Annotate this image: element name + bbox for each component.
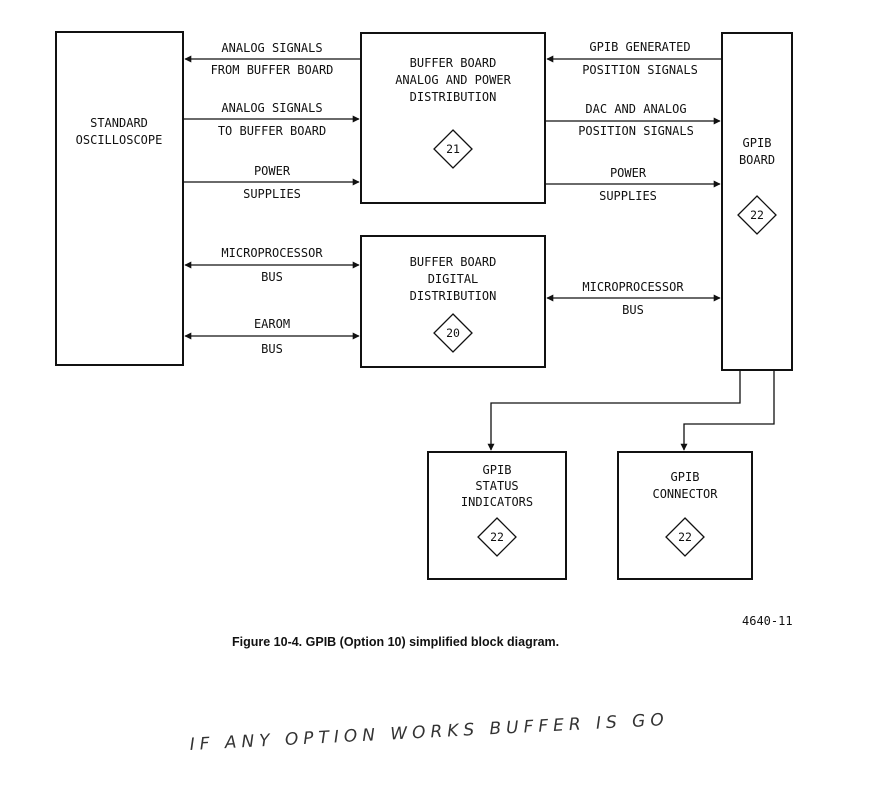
gpib-status-block: GPIB STATUS INDICATORS 22 [427,451,567,580]
buffer-board-digital-block: BUFFER BOARD DIGITAL DISTRIBUTION 20 [360,235,546,368]
ref-diamond-icon [737,195,777,235]
signal-label-2: TO BUFFER BOARD [218,124,326,138]
buffer-analog-label-1: BUFFER BOARD [410,56,497,70]
signal-label-1: POWER [254,164,291,178]
buffer-digital-label-2: DIGITAL [428,272,479,286]
ref-diamond-icon [433,313,473,353]
signal-label-2: POSITION SIGNALS [578,124,694,138]
ref-diamond-icon [433,129,473,169]
gpib-generated-signal: GPIB GENERATED POSITION SIGNALS [546,40,722,77]
oscilloscope-label-2: OSCILLOSCOPE [76,133,163,147]
gpib-connector-label-1: GPIB [671,470,700,484]
signal-label-1: MICROPROCESSOR [221,246,323,260]
gpib-connector-ref: 22 [678,530,692,544]
signal-label-2: BUS [261,342,283,356]
dac-analog-signal: DAC AND ANALOG POSITION SIGNALS [545,102,721,138]
gpib-connector-label-2: CONNECTOR [652,487,718,501]
analog-to-buffer-signal: ANALOG SIGNALS TO BUFFER BOARD [183,101,360,138]
gpib-board-block: GPIB BOARD 22 [721,32,793,371]
buffer-board-analog-block: BUFFER BOARD ANALOG AND POWER DISTRIBUTI… [360,32,546,204]
gpib-to-connector-connection [680,370,775,451]
gpib-status-label-3: INDICATORS [461,495,533,509]
figure-number: 4640-11 [742,614,793,628]
signal-label-1: GPIB GENERATED [589,40,690,54]
signal-label-1: ANALOG SIGNALS [221,101,322,115]
gpib-board-label-2: BOARD [739,153,775,167]
earom-bus-signal: EAROM BUS [184,317,360,356]
handwritten-note: IF ANY OPTION WORKS BUFFER IS GO [189,710,669,755]
signal-label-2: FROM BUFFER BOARD [211,63,334,77]
buffer-digital-label-1: BUFFER BOARD [410,255,497,269]
oscilloscope-label-1: STANDARD [90,116,148,130]
microprocessor-bus-left-signal: MICROPROCESSOR BUS [184,246,360,284]
signal-label-2: POSITION SIGNALS [582,63,698,77]
buffer-digital-label-3: DISTRIBUTION [410,289,497,303]
signal-label-1: MICROPROCESSOR [582,280,684,294]
ref-diamond-icon [665,517,705,557]
gpib-board-ref: 22 [750,208,764,222]
signal-label-1: ANALOG SIGNALS [221,41,322,55]
arrow-down-icon [680,370,775,451]
gpib-status-label-2: STATUS [475,479,518,493]
signal-label-1: DAC AND ANALOG [585,102,686,116]
power-supplies-right-signal: POWER SUPPLIES [545,166,721,203]
signal-label-2: BUS [622,303,644,317]
gpib-status-label-1: GPIB [483,463,512,477]
analog-from-buffer-signal: ANALOG SIGNALS FROM BUFFER BOARD [184,41,361,77]
ref-diamond-icon [477,517,517,557]
signal-label-1: EAROM [254,317,290,331]
gpib-status-ref: 22 [490,530,504,544]
gpib-connector-block: GPIB CONNECTOR 22 [617,451,753,580]
buffer-analog-label-3: DISTRIBUTION [410,90,497,104]
buffer-digital-ref: 20 [446,326,460,340]
signal-label-2: SUPPLIES [599,189,657,203]
buffer-analog-ref: 21 [446,142,460,156]
signal-label-2: BUS [261,270,283,284]
microprocessor-bus-right-signal: MICROPROCESSOR BUS [546,280,721,317]
buffer-analog-label-2: ANALOG AND POWER [395,73,511,87]
signal-label-2: SUPPLIES [243,187,301,201]
gpib-to-status-connection [487,370,741,451]
power-supplies-left-signal: POWER SUPPLIES [183,164,360,201]
oscilloscope-block: STANDARD OSCILLOSCOPE [55,31,184,366]
signal-label-1: POWER [610,166,647,180]
figure-caption: Figure 10-4. GPIB (Option 10) simplified… [232,635,559,649]
arrow-down-icon [487,370,741,451]
gpib-board-label-1: GPIB [743,136,772,150]
